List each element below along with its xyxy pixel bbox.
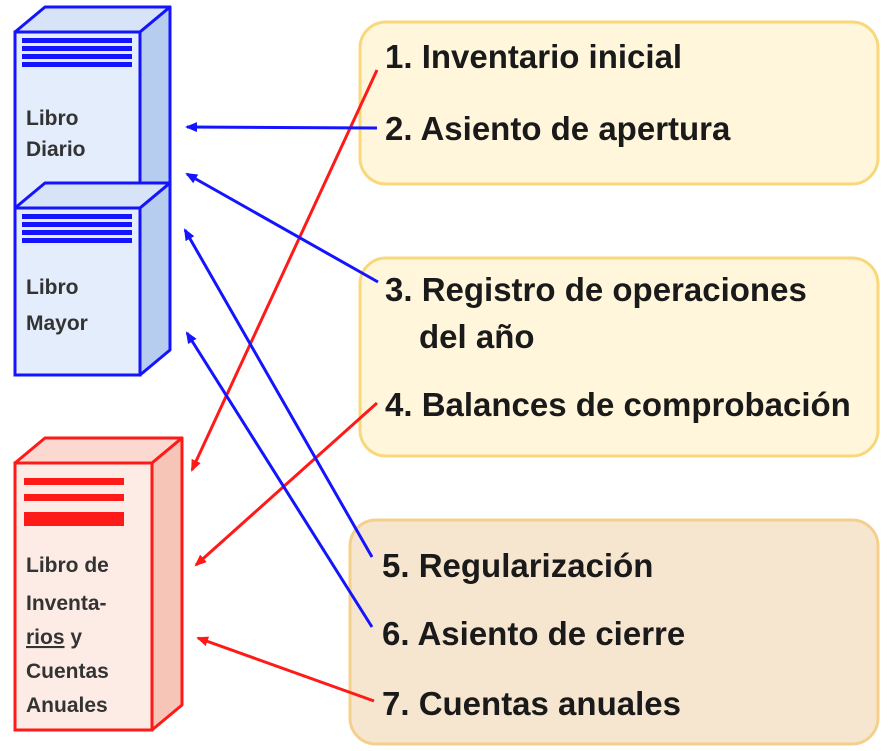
- arrow-balances-to-libro-inventarios: [194, 401, 379, 567]
- libro-inventarios-label-rios: rios: [26, 626, 65, 649]
- step-7-label: 7. Cuentas anuales: [382, 685, 681, 722]
- libro-diario-label-line1: Libro: [26, 107, 79, 130]
- arrow-inventario-to-libro-inventarios: [190, 69, 379, 472]
- step-3-label-cont: del año: [419, 318, 535, 355]
- step-5-label: 5. Regularización: [382, 547, 653, 584]
- step-box-year: [358, 256, 880, 458]
- step-box-closing: [348, 518, 880, 746]
- libro-inventarios-label-line2: Inventa-: [26, 592, 107, 615]
- libro-mayor-label-line2: Mayor: [26, 312, 88, 335]
- libro-inventarios-label-line3: rios y: [26, 626, 82, 649]
- libro-inventarios-label-y: y: [65, 626, 83, 649]
- step-1-label: 1. Inventario inicial: [385, 38, 682, 75]
- step-6-label: 6. Asiento de cierre: [382, 615, 685, 652]
- libro-inventarios-label-line4: Cuentas: [26, 660, 109, 683]
- step-box-opening: [358, 20, 880, 186]
- libro-diario-label-line2: Diario: [26, 138, 86, 161]
- libro-mayor-label-line1: Libro: [26, 276, 79, 299]
- step-3-label: 3. Registro de operaciones: [385, 271, 807, 308]
- libro-inventarios-label-line1: Libro de: [26, 554, 109, 577]
- step-4-label: 4. Balances de comprobación: [385, 386, 851, 423]
- libro-inventarios-label-line5: Anuales: [26, 694, 108, 717]
- step-2-label: 2. Asiento de apertura: [385, 110, 731, 147]
- arrow-cuentas-to-libro-inventarios: [196, 636, 375, 703]
- arrow-registro-to-diario: [185, 172, 379, 284]
- arrow-apertura-to-diario: [185, 122, 378, 133]
- arrow-cierre-to-mayor: [185, 331, 374, 628]
- libro-mayor-icon: [13, 181, 172, 377]
- arrow-regularizacion-to-mayor: [183, 228, 374, 558]
- libro-inventarios-icon: [13, 436, 184, 732]
